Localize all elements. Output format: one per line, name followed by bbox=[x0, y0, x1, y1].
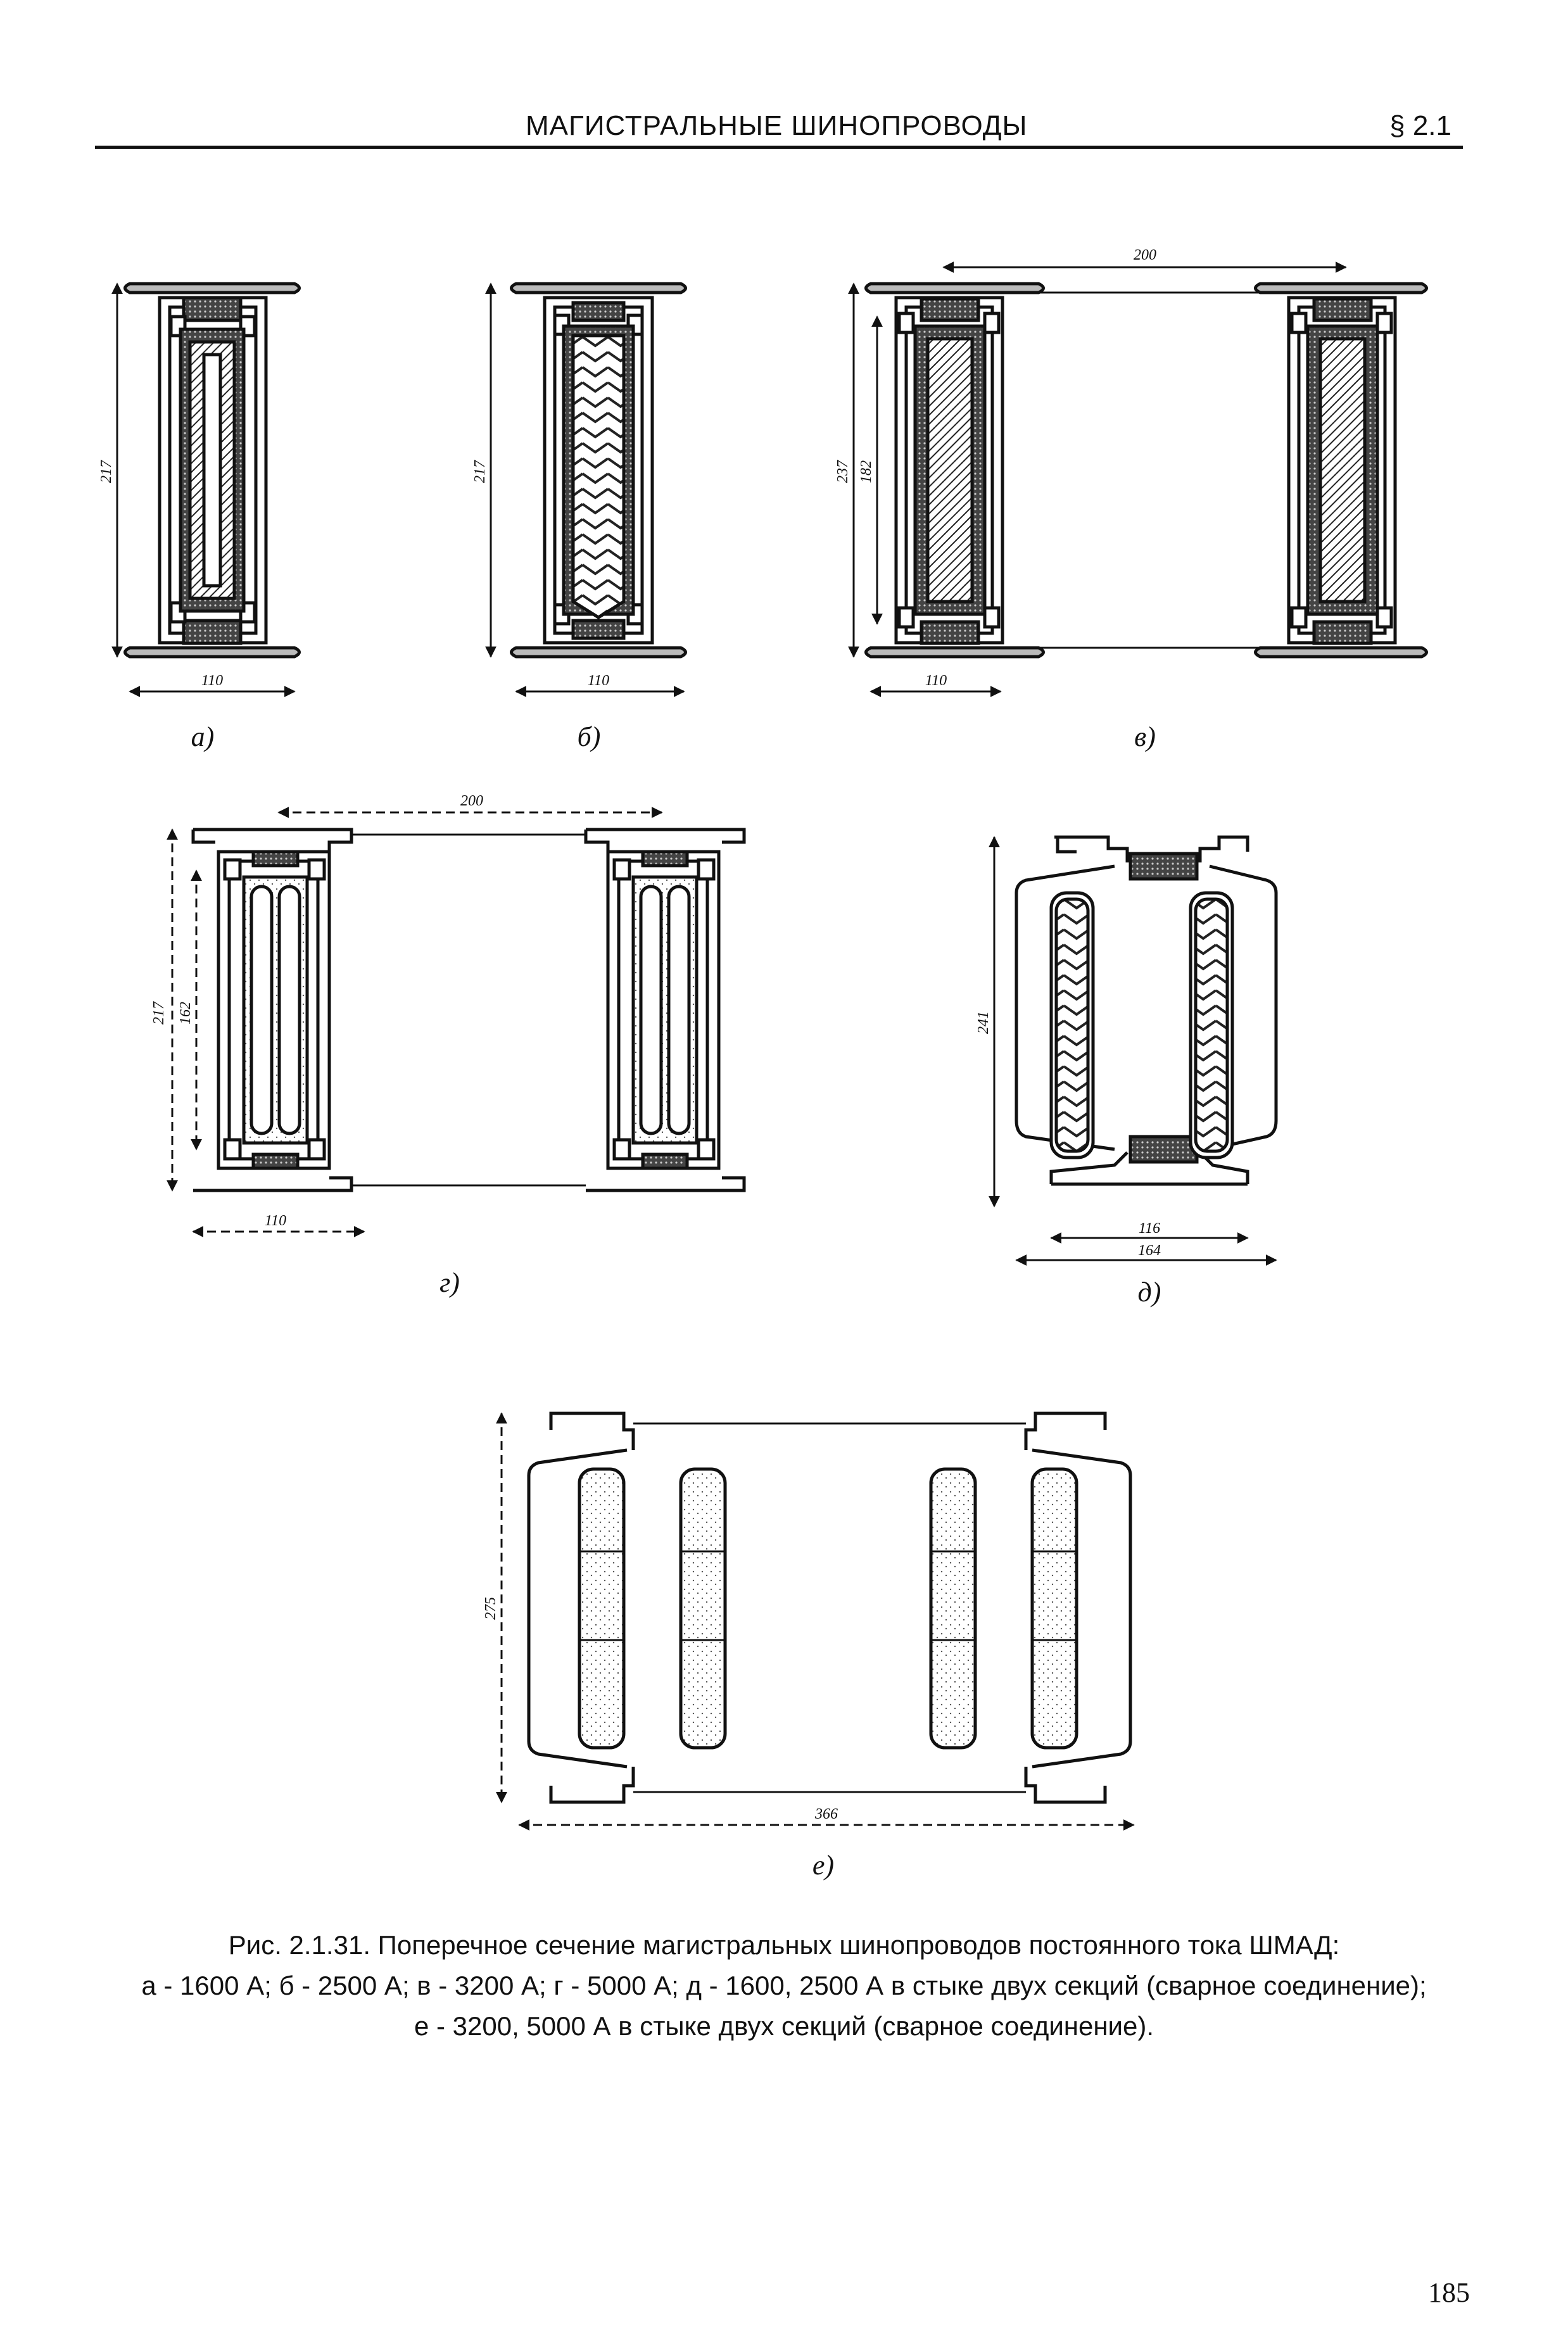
dim-g-span: 200 bbox=[460, 793, 483, 809]
figure-b-dimensions: 217 110 б) bbox=[472, 282, 685, 752]
figure-b-label: б) bbox=[578, 721, 601, 752]
figure-g-dimensions: 200 217 162 110 г) bbox=[151, 793, 663, 1298]
dim-v-width: 110 bbox=[925, 672, 947, 689]
dim-d-outer-width: 164 bbox=[1138, 1242, 1161, 1259]
figure-a-label: а) bbox=[191, 721, 215, 752]
page-number: 185 bbox=[1428, 2277, 1470, 2308]
caption-line-2: а - 1600 А; б - 2500 А; в - 3200 А; г - … bbox=[141, 1971, 1427, 2000]
figure-e-label: е) bbox=[812, 1850, 834, 1881]
figure-g bbox=[191, 828, 746, 1192]
figure-v-dimensions: 200 237 182 110 в) bbox=[835, 247, 1347, 752]
dim-v-span: 200 bbox=[1134, 247, 1156, 263]
figure-d-label: д) bbox=[1138, 1277, 1161, 1308]
dim-g-width: 110 bbox=[265, 1213, 286, 1229]
figure-e bbox=[527, 1411, 1132, 1804]
caption-line-3: е - 3200, 5000 А в стыке двух секций (св… bbox=[414, 2011, 1154, 2041]
figure-d-dimensions: 241 116 164 д) bbox=[975, 836, 1277, 1308]
header-section-number: § 2.1 bbox=[1389, 110, 1451, 141]
figure-v-label: в) bbox=[1134, 721, 1156, 752]
figure-a bbox=[123, 282, 301, 659]
dim-g-height: 217 bbox=[151, 1001, 167, 1025]
figure-g-label: г) bbox=[439, 1267, 460, 1298]
dim-g-inner: 162 bbox=[177, 1002, 194, 1025]
figure-caption: Рис. 2.1.31. Поперечное сечение магистра… bbox=[127, 1925, 1441, 2047]
dim-d-inner-width: 116 bbox=[1139, 1220, 1160, 1237]
dim-b-height: 217 bbox=[472, 460, 488, 483]
dim-b-width: 110 bbox=[588, 672, 609, 689]
figure-v bbox=[864, 282, 1428, 659]
figure-a-dimensions: 217 110 а) bbox=[98, 282, 296, 752]
figure-d bbox=[1015, 835, 1278, 1186]
dim-v-inner: 182 bbox=[858, 460, 875, 483]
dim-d-height: 241 bbox=[975, 1011, 992, 1034]
figure-b bbox=[510, 282, 687, 659]
dim-a-width: 110 bbox=[201, 672, 223, 689]
caption-line-1: Рис. 2.1.31. Поперечное сечение магистра… bbox=[228, 1930, 1340, 1960]
dim-v-height: 237 bbox=[835, 460, 851, 483]
dim-a-height: 217 bbox=[98, 460, 115, 483]
dim-e-width: 366 bbox=[814, 1806, 838, 1822]
dim-e-height: 275 bbox=[483, 1597, 499, 1620]
figure-e-dimensions: 275 366 е) bbox=[483, 1412, 1135, 1881]
header-title: МАГИСТРАЛЬНЫЕ ШИНОПРОВОДЫ bbox=[526, 110, 1028, 141]
running-header: МАГИСТРАЛЬНЫЕ ШИНОПРОВОДЫ § 2.1 bbox=[95, 106, 1463, 149]
